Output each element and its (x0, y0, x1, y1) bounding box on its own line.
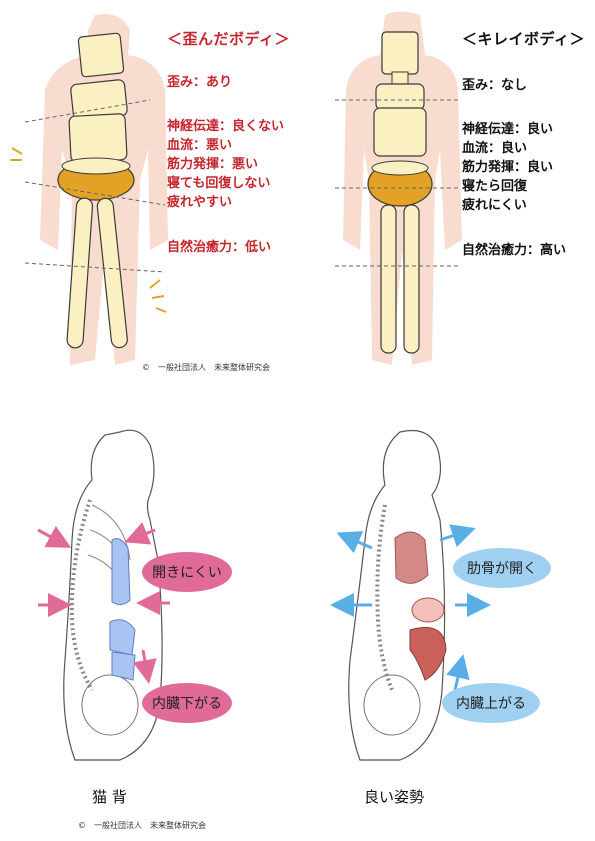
bubble-organs-rise: 内臓上がる (442, 683, 540, 723)
hunched-back-figure (37, 429, 170, 761)
stat-fatigue: 疲れにくい (462, 198, 527, 213)
distorted-body-stats: 歪み：あり 神経伝達：良くない 血流：悪い 筋力発揮：悪い 寝ても回復しない 疲… (167, 73, 284, 257)
stat-blood: 血流：悪い (167, 138, 233, 153)
bubble-organs-drop: 内臓下がる (142, 683, 232, 723)
stat-healing: 自然治癒力：高い (462, 243, 567, 258)
caption-good-posture: 良い姿勢 (364, 788, 425, 806)
bubble-ribs-open: 肋骨が開く (453, 548, 551, 588)
stat-nerve: 神経伝達：良くない (167, 119, 285, 134)
bubble-hard-to-open: 開きにくい (142, 552, 232, 592)
stat-recovery: 寝たら回復 (462, 179, 528, 194)
footer-copyright: © 一般社団法人 未来整体研究会 (78, 821, 206, 830)
stat-recovery: 寝ても回復しない (167, 176, 271, 191)
aligned-body-stats: 歪み：なし 神経伝達：良い 血流：良い 筋力発揮：良い 寝たら回復 疲れにくい … (462, 76, 566, 260)
stat-distortion: 歪み：あり (167, 75, 233, 90)
distorted-body-figure (10, 14, 168, 365)
stat-muscle: 筋力発揮：良い (462, 160, 554, 175)
distorted-body-heading: ＜歪んだボディ＞ (167, 30, 290, 48)
caption-hunched-back: 猫 背 (92, 788, 127, 806)
aligned-body-heading: ＜キレイボディ＞ (462, 30, 585, 48)
aligned-body-figure (335, 11, 462, 365)
stat-muscle: 筋力発揮：悪い (167, 157, 259, 172)
stat-blood: 血流：良い (462, 141, 528, 156)
stat-nerve: 神経伝達：良い (462, 122, 554, 137)
stat-distortion: 歪み：なし (462, 78, 528, 93)
stat-fatigue: 疲れやすい (167, 195, 233, 210)
top-copyright: © 一般社団法人 未来整体研究会 (142, 363, 270, 372)
good-posture-figure (330, 429, 491, 761)
stat-healing: 自然治癒力：低い (167, 240, 272, 255)
